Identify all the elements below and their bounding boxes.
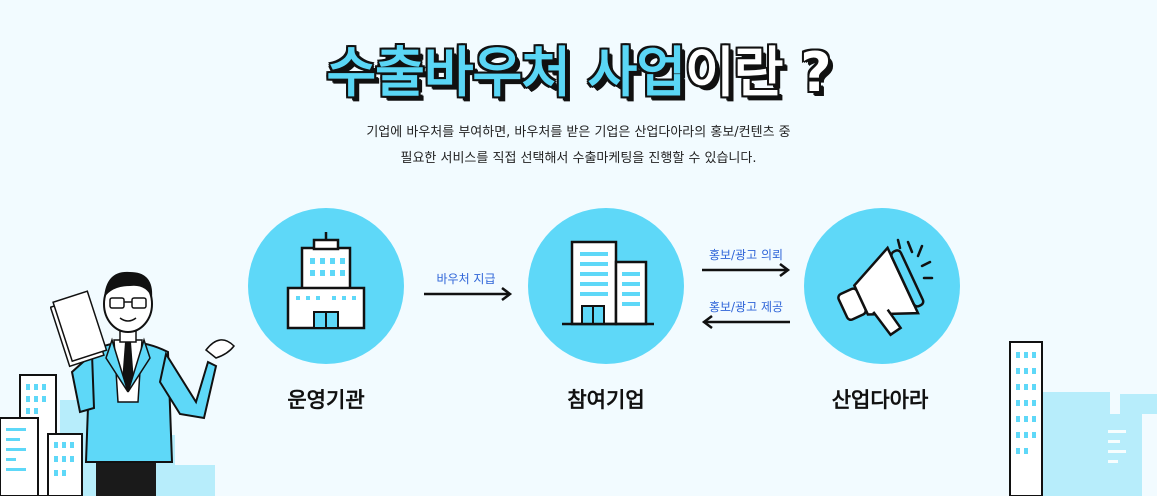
arrow-label-voucher: 바우처 지급 xyxy=(436,272,496,286)
office-building-icon xyxy=(562,240,654,326)
flow-node-industry-daara xyxy=(804,208,960,364)
title-rest: 이란 ? xyxy=(685,41,831,104)
description-line-1: 기업에 바우처를 부여하면, 바우처를 받은 기업은 산업다아라의 홍보/컨텐츠… xyxy=(366,125,791,140)
title-highlight: 수출바우처 사업 xyxy=(326,41,686,104)
flow-node-participating-company xyxy=(528,208,684,364)
government-building-icon xyxy=(286,232,366,330)
flow-node-label: 운영기관 xyxy=(287,388,365,412)
arrow-label-provide: 홍보/광고 제공 xyxy=(708,300,784,314)
flow-node-label: 참여기업 xyxy=(567,388,645,412)
page-title: 수출바우처 사업이란 ? xyxy=(0,38,1157,108)
city-right-illustration xyxy=(1009,341,1157,496)
businessman-illustration xyxy=(50,271,235,496)
arrow-right-icon xyxy=(702,263,791,277)
megaphone-icon xyxy=(837,238,934,337)
flow-node-operating-agency xyxy=(248,208,404,364)
description-line-2: 필요한 서비스를 직접 선택해서 수출마케팅을 진행할 수 있습니다. xyxy=(400,151,757,166)
arrow-label-request: 홍보/광고 의뢰 xyxy=(708,248,784,262)
flow-node-label: 산업다아라 xyxy=(831,388,929,412)
arrow-right-icon xyxy=(424,287,513,301)
arrow-left-icon xyxy=(701,315,790,329)
